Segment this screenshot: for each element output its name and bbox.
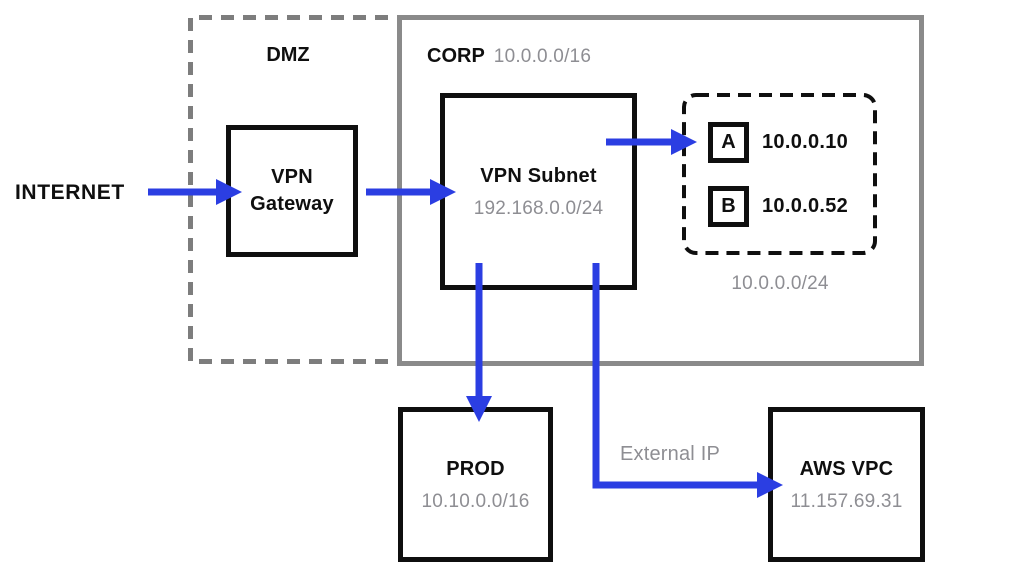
host-b-ip: 10.0.0.52 [762, 195, 849, 217]
host-row-a: A 10.0.0.10 [708, 122, 848, 163]
vpn-subnet-label: VPN Subnet [480, 164, 597, 187]
vpn-subnet-node: VPN Subnet 192.168.0.0/24 [440, 93, 637, 290]
aws-vpc-node: AWS VPC 11.157.69.31 [768, 407, 925, 562]
vpn-gateway-label: VPN Gateway [250, 166, 334, 215]
prod-node: PROD 10.10.0.0/16 [398, 407, 553, 562]
vpn-gateway-node: VPN Gateway [226, 125, 358, 257]
host-b-chip: B [708, 186, 749, 227]
host-a-chip: A [708, 122, 749, 163]
host-a-ip: 10.0.0.10 [762, 131, 849, 153]
dmz-zone-label: DMZ [266, 44, 310, 66]
host-row-b: B 10.0.0.52 [708, 186, 848, 227]
prod-label: PROD [446, 457, 505, 480]
hosts-group-cidr: 10.0.0.0/24 [731, 273, 829, 294]
external-ip-edge-label: External IP [619, 443, 721, 465]
vpn-subnet-cidr: 192.168.0.0/24 [473, 197, 604, 219]
corp-zone-cidr: 10.0.0.0/16 [493, 46, 592, 67]
aws-vpc-ip: 11.157.69.31 [790, 490, 903, 512]
corp-zone-label: CORP 10.0.0.0/16 [427, 45, 591, 69]
prod-cidr: 10.10.0.0/16 [421, 490, 530, 512]
aws-vpc-label: AWS VPC [799, 457, 894, 480]
internet-label: INTERNET [15, 181, 125, 204]
corp-zone-name: CORP [427, 45, 485, 67]
